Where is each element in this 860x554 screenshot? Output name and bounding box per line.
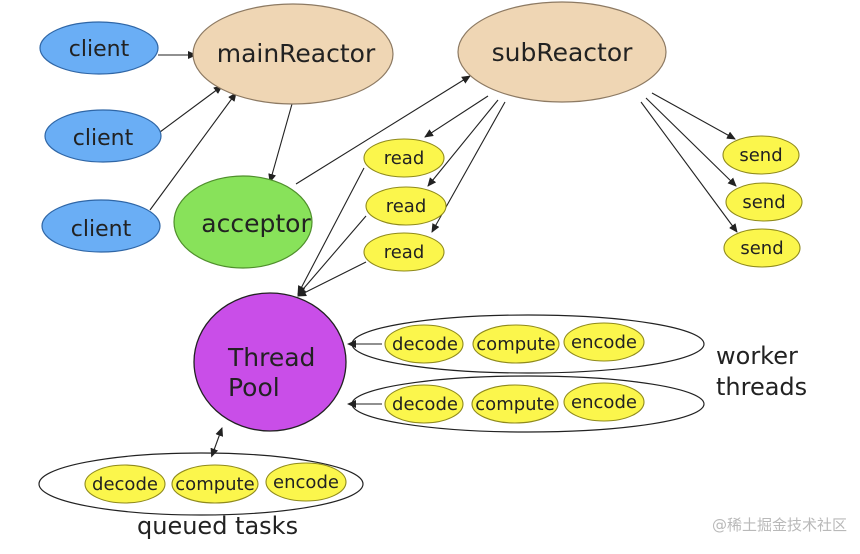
send-3: send [723, 228, 801, 268]
worker-1-decode-node [384, 324, 464, 364]
read-3: read [363, 232, 445, 272]
queued-decode-node [84, 464, 166, 504]
edge-sub-read1 [424, 95, 489, 138]
worker-1-encode: encode [571, 332, 637, 353]
worker-2-encode: encode [571, 392, 637, 413]
edge-client3-main [149, 92, 237, 211]
edge-client2-main [159, 85, 223, 133]
sub-reactor: subReactor [457, 1, 667, 103]
worker-threads-label-line1: worker [716, 342, 798, 370]
worker-1-compute-node [472, 324, 560, 364]
read-1: read [363, 138, 445, 178]
worker-threads-label-line2: threads [716, 373, 807, 401]
edge-read2-pool [297, 215, 367, 296]
send-2: send [725, 182, 803, 222]
queued-encode-node [265, 462, 347, 502]
thread-pool-label-line1: Thread [227, 343, 315, 372]
queued-compute-node [171, 464, 259, 504]
read-2: read [365, 186, 447, 226]
worker-1-decode: decode [392, 334, 458, 355]
edge-sub-read2 [427, 99, 499, 187]
read-3-label: read [384, 242, 425, 263]
worker-thread-2: decode compute encode [351, 375, 705, 433]
worker-2-compute-node [471, 384, 559, 424]
worker-1-compute: compute [476, 334, 555, 355]
edge-sub-send3 [640, 101, 738, 233]
send-1-label: send [739, 145, 782, 166]
send-2-label: send [742, 192, 785, 213]
worker-2-decode-node [384, 384, 464, 424]
client-2: client [44, 109, 162, 163]
client-3: client [41, 199, 161, 253]
send-1: send [722, 135, 800, 175]
edges [149, 51, 738, 458]
queued-tasks-label: queued tasks [137, 512, 298, 540]
edge-main-acceptor [268, 103, 293, 183]
thread-pool-label-line2: Pool [228, 373, 280, 402]
worker-1-encode-node [563, 322, 645, 362]
client-2-label: client [73, 126, 134, 151]
acceptor-label: acceptor [201, 209, 311, 238]
worker-2-compute: compute [475, 394, 554, 415]
main-reactor-label: mainReactor [217, 39, 376, 68]
read-2-label: read [386, 196, 427, 217]
edge-acceptor-sub [295, 75, 471, 185]
queued-tasks: decode compute encode [38, 452, 364, 516]
worker-2-decode: decode [392, 394, 458, 415]
read-1-label: read [384, 148, 425, 169]
edge-sub-send1 [651, 92, 736, 140]
send-3-label: send [740, 238, 783, 259]
client-1-label: client [69, 37, 130, 62]
queued-encode: encode [273, 472, 339, 493]
sub-reactor-label: subReactor [492, 38, 634, 67]
client-1: client [39, 21, 159, 75]
edge-read1-pool [297, 167, 365, 295]
queued-compute: compute [175, 474, 254, 495]
worker-thread-1: decode compute encode [351, 314, 705, 374]
main-reactor: mainReactor [192, 3, 394, 105]
thread-pool: Thread Pool [193, 292, 347, 432]
watermark: @稀土掘金技术社区 [712, 516, 847, 534]
edge-pool-queue [210, 427, 224, 458]
client-3-label: client [71, 217, 132, 242]
edge-read3-pool [297, 261, 367, 297]
acceptor: acceptor [173, 175, 313, 269]
queued-decode: decode [92, 474, 158, 495]
worker-2-encode-node [563, 382, 645, 422]
edge-sub-send2 [645, 97, 737, 187]
